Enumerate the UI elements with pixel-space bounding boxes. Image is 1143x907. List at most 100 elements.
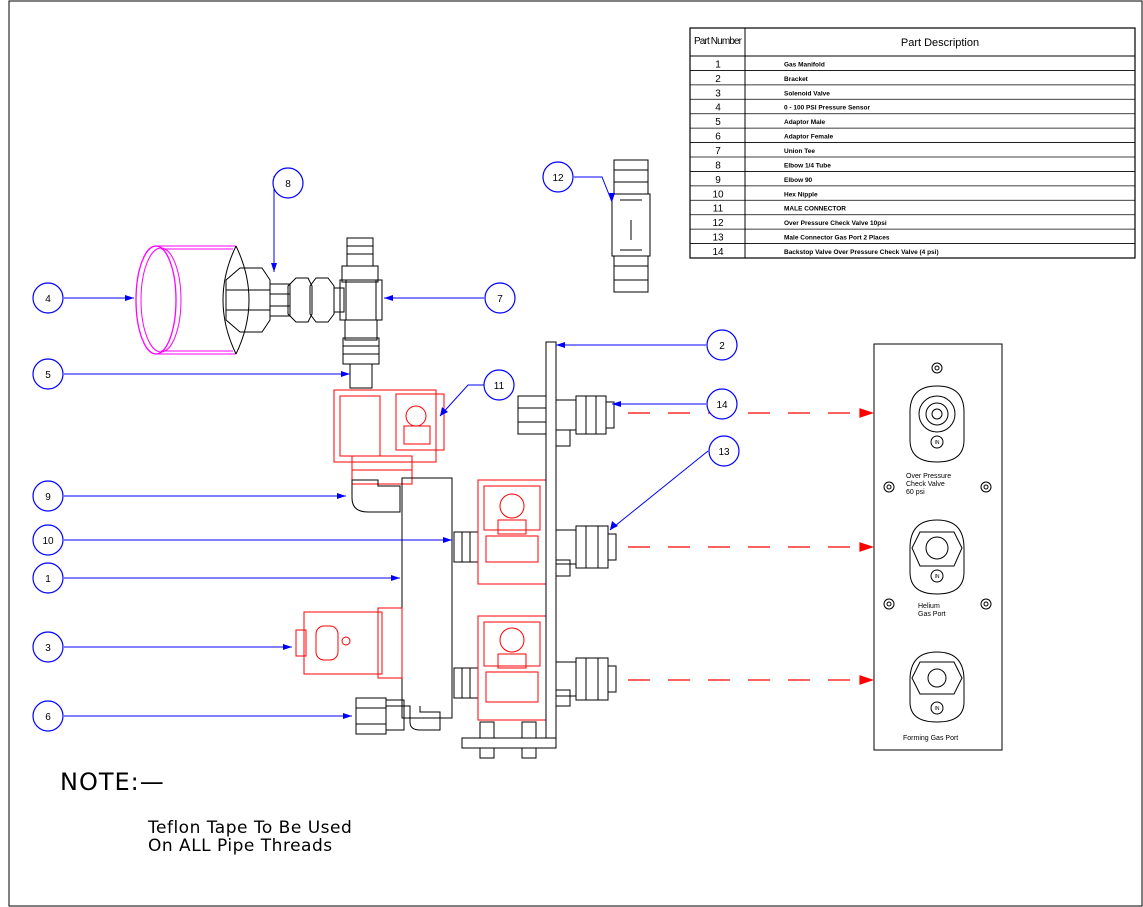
hex-nipples: [453, 531, 479, 699]
panel-label-over-pressure: Over Pressure: [906, 473, 951, 480]
table-row-description: Adaptor Male: [784, 119, 826, 126]
leader-arrowhead: [610, 521, 618, 530]
table-row-description: Male Connector Gas Port 2 Places: [784, 235, 890, 242]
balloon-number: 5: [45, 370, 51, 381]
table-row-description: MALE CONNECTOR: [784, 206, 846, 213]
table-row-number: 13: [712, 233, 724, 244]
leader-arrowhead: [443, 537, 452, 543]
table-row-description: Over Pressure Check Valve 10psi: [784, 220, 887, 227]
balloon-circle: [32, 524, 64, 556]
table-row-description: Elbow 1/4 Tube: [784, 162, 831, 169]
drawing-border: [8, 0, 1143, 907]
pressure-sensor: [135, 245, 250, 355]
solenoid-valve-middle: [477, 479, 547, 585]
table-row-number: 4: [715, 103, 721, 114]
table-row-number: 2: [715, 74, 721, 85]
union-tee: [339, 237, 383, 389]
balloon-number: 14: [716, 400, 728, 411]
table-row-number: 11: [713, 204, 724, 215]
front-panel: [873, 343, 1003, 751]
panel-badge-top: IN: [935, 440, 940, 446]
balloon-number: 7: [497, 294, 503, 305]
leader-line: [609, 450, 709, 531]
panel-badge-bottom: IN: [935, 706, 940, 712]
leader-arrowhead: [612, 401, 621, 407]
balloon-number: 10: [42, 536, 54, 547]
balloon-circle: [706, 388, 738, 420]
adaptor-bottom: [355, 697, 441, 735]
leader-line: [574, 176, 613, 203]
table-row-number: 10: [712, 189, 724, 200]
table-row-description: Bracket: [784, 76, 809, 83]
table-row-description: 0 - 100 PSI Pressure Sensor: [784, 105, 870, 112]
gas-manifold: [401, 477, 453, 719]
bracket-fittings: [517, 395, 617, 701]
table-row-number: 3: [715, 88, 721, 99]
table-row-number: 6: [715, 132, 721, 143]
balloon-number: 4: [45, 294, 51, 305]
panel-label-helium-port: Gas Port: [918, 611, 946, 618]
solenoid-valve-top: [333, 389, 445, 485]
panel-label-helium: Helium: [918, 603, 940, 610]
panel-label-check-valve: Check Valve: [906, 481, 945, 488]
balloon-number: 12: [552, 173, 564, 184]
table-rows: 1 Gas Manifold 2 Bracket 3 Solenoid Valve 4 0 -…: [690, 59, 1135, 258]
leader-arrowhead: [343, 713, 352, 719]
leader-line: [439, 384, 484, 417]
leader-arrowhead: [271, 263, 277, 272]
flow-arrows: [628, 408, 874, 685]
panel-label-60psi: 60 psi: [906, 489, 925, 496]
leader-arrowhead: [609, 193, 615, 202]
table-row-description: Solenoid Valve: [784, 90, 830, 97]
table-row-description: Backstop Valve Over Pressure Check Valve…: [784, 249, 939, 256]
leader-lines: [64, 176, 709, 719]
balloon-circle: [32, 282, 64, 314]
balloon-circle: [32, 700, 64, 732]
balloon-number: 1: [45, 574, 51, 585]
leader-arrowhead: [384, 295, 393, 301]
balloon-circle: [708, 435, 740, 467]
balloon-number: 3: [45, 643, 51, 654]
panel-label-forming-gas: Forming Gas Port: [903, 735, 958, 742]
balloon-number: 2: [719, 341, 725, 352]
balloon-circle: [32, 562, 64, 594]
leader-arrowhead: [283, 644, 292, 650]
panel-badge-mid: IN: [935, 574, 940, 580]
balloon-number: 11: [494, 381, 505, 392]
solenoid-valve-left: [295, 607, 403, 679]
leader-arrowhead: [341, 371, 350, 377]
table-row-number: 9: [715, 175, 721, 186]
table-row-number: 1: [715, 59, 721, 70]
leader-arrowhead: [556, 342, 565, 348]
table-row-number: 8: [715, 160, 721, 171]
balloon-circle: [32, 631, 64, 663]
table-header-desc: Part Description: [901, 37, 979, 49]
balloon-circle: [483, 369, 515, 401]
balloon-circle: [32, 358, 64, 390]
table-row-description: Adaptor Female: [784, 134, 834, 141]
balloon-number: 6: [45, 712, 51, 723]
note-line-2: On ALL Pipe Threads: [148, 836, 333, 856]
table-row-number: 5: [715, 117, 721, 128]
table-row-description: Hex Nipple: [784, 191, 818, 198]
leader-arrowhead: [440, 407, 448, 416]
note-line-1: Teflon Tape To Be Used: [148, 818, 353, 838]
balloon-number: 13: [718, 447, 730, 458]
table-row-number: 12: [712, 218, 724, 229]
table-row-description: Elbow 90: [784, 177, 813, 184]
note-title: NOTE:—: [60, 768, 165, 796]
balloon-circle: [706, 329, 738, 361]
balloon-circle: [272, 167, 304, 199]
sensor-fittings: [225, 267, 345, 333]
leader-arrowhead: [391, 575, 400, 581]
leader-arrowhead: [337, 493, 346, 499]
balloon-circle: [32, 480, 64, 512]
solenoid-valve-bottom: [477, 615, 547, 721]
balloon-circle: [484, 282, 516, 314]
table-row-description: Gas Manifold: [784, 61, 825, 68]
balloon-circle: [542, 161, 574, 193]
table-row-description: Union Tee: [784, 148, 815, 155]
